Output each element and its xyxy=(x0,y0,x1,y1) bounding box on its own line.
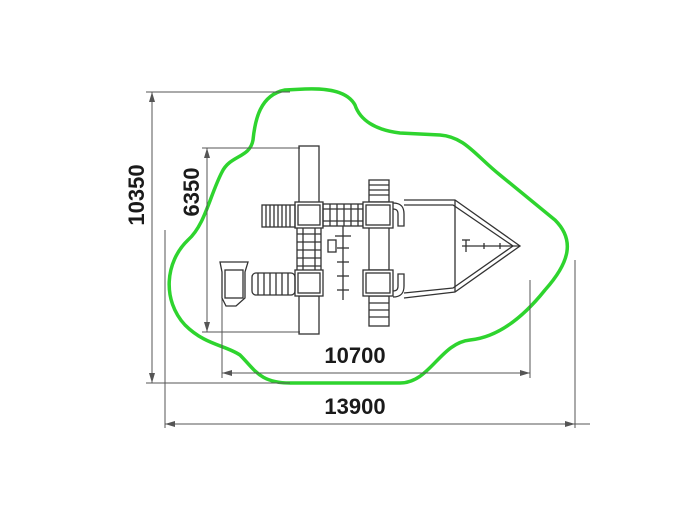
centre-top-walkway xyxy=(368,179,390,203)
dimension-structure-depth: 6350 xyxy=(179,147,300,333)
centre-bottom-steps xyxy=(369,302,389,318)
rope-ladder-middle xyxy=(327,226,351,300)
ship-bow-frame xyxy=(403,199,522,299)
tower-platform-top-left xyxy=(294,201,324,229)
connector-bottom xyxy=(392,273,405,298)
connector-top xyxy=(392,202,405,227)
climbing-ladder-top-left xyxy=(261,204,296,228)
horizontal-bridge-top xyxy=(322,203,364,227)
left-middle-bridge xyxy=(296,225,322,273)
dimension-total-depth: 10350 xyxy=(124,91,290,384)
tube-slide-left xyxy=(251,272,296,296)
centre-top-steps xyxy=(369,184,389,196)
tower-platform-bottom-centre xyxy=(362,269,394,297)
total-width-label: 13900 xyxy=(324,394,385,419)
structure-width-label: 10700 xyxy=(324,343,385,368)
safety-zone-outline xyxy=(167,87,570,385)
centre-bottom-walkway xyxy=(368,295,390,327)
left-top-walkway xyxy=(298,145,320,205)
tower-platform-bottom-left xyxy=(294,269,324,297)
dimension-structure-width: 10700 xyxy=(221,280,531,378)
slide-exit xyxy=(219,261,249,307)
dimension-total-width: 13900 xyxy=(164,230,590,428)
tower-platform-top-centre xyxy=(362,201,394,229)
left-bottom-walkway xyxy=(298,295,320,335)
total-depth-label: 10350 xyxy=(124,164,149,225)
centre-middle-walkway xyxy=(368,225,390,271)
playground-structure xyxy=(219,145,522,335)
structure-depth-label: 6350 xyxy=(179,168,204,217)
